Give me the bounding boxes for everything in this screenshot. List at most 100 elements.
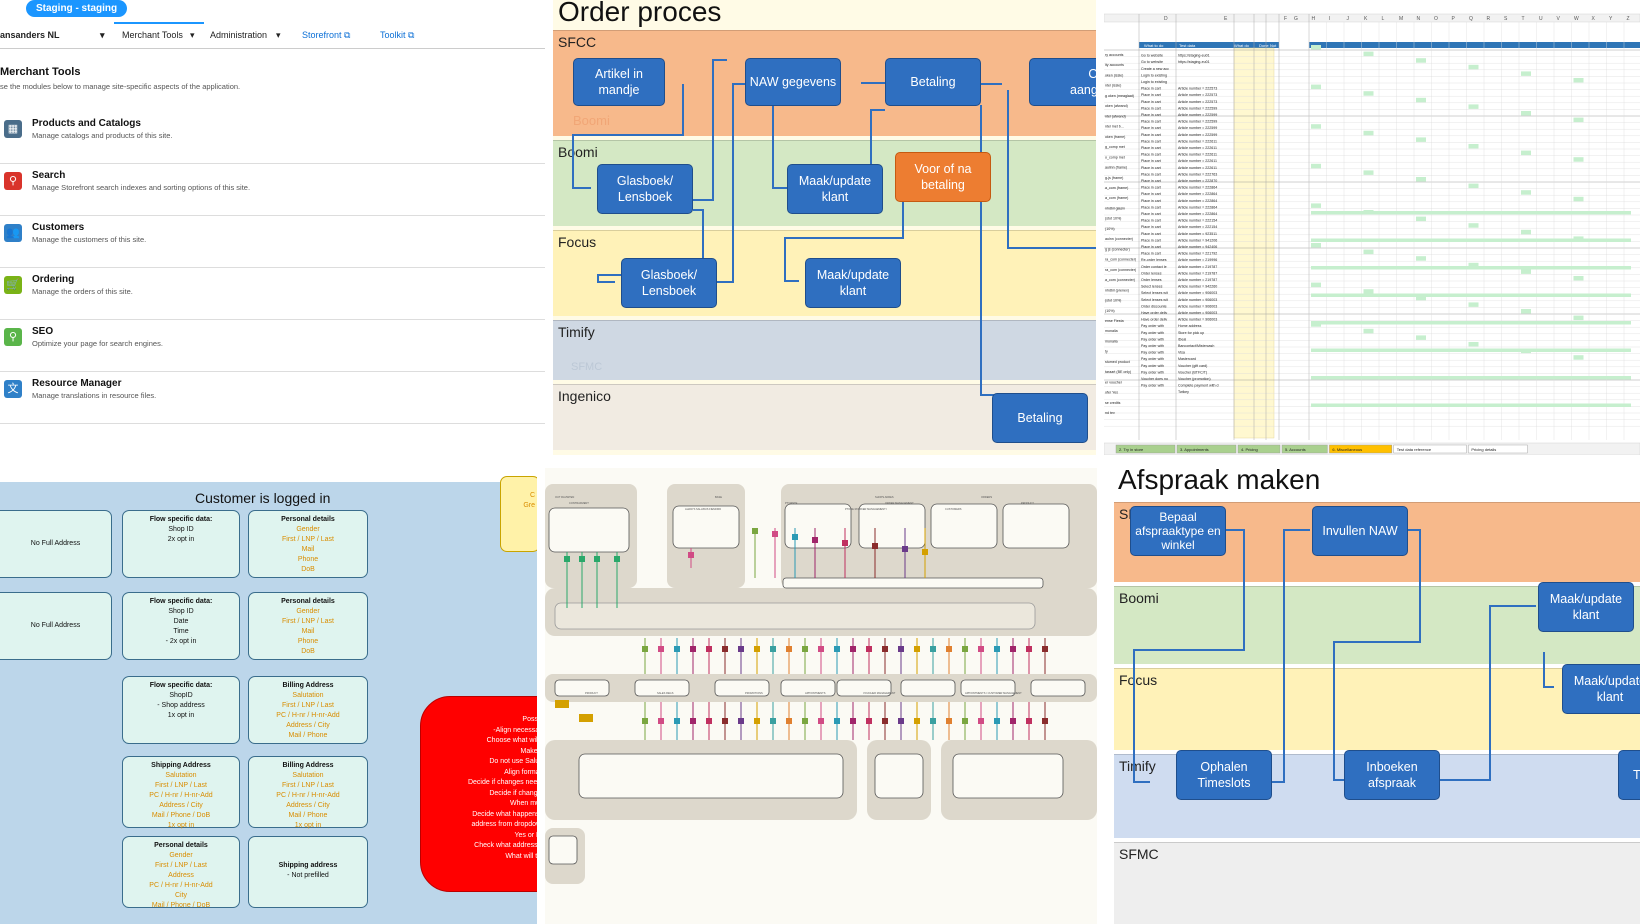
check-cell — [1363, 130, 1374, 136]
port — [754, 646, 760, 652]
box-betaling[interactable]: Betaling — [885, 58, 981, 106]
column-letter: J — [1347, 16, 1350, 22]
check-cell — [1311, 84, 1321, 90]
module-name[interactable]: Customers — [32, 222, 85, 233]
box-voor-of-na-betaling[interactable]: Voor of na betaling — [895, 152, 991, 202]
port — [994, 718, 1000, 724]
row-action: Pay order with — [1141, 351, 1164, 355]
box-line: Mail / Phone / DoB — [151, 812, 211, 819]
module-name[interactable]: Search — [32, 170, 66, 181]
staging-badge[interactable]: Staging - staging — [26, 0, 128, 17]
box-line: Salutation — [292, 772, 324, 779]
box-ophalen-timeslots[interactable]: Ophalen Timeslots — [1176, 750, 1272, 800]
module-name[interactable]: Resource Manager — [32, 378, 122, 389]
box-line: Make al — [520, 747, 537, 755]
faint-lane-label: SFMC — [571, 361, 603, 373]
box-order-aangemaakt[interactable]: Order aangemaakt — [1029, 58, 1096, 106]
check-cell — [1521, 71, 1531, 76]
port — [850, 718, 856, 724]
row-testdata: Visa — [1178, 351, 1185, 355]
check-cell — [1416, 177, 1426, 182]
box-line: Decide if changes need t — [467, 779, 537, 786]
row-testdata: Article number = 222864 — [1178, 186, 1217, 190]
module-name[interactable]: Ordering — [32, 274, 75, 285]
row-action: Pay order with — [1141, 331, 1164, 335]
module-name[interactable]: SEO — [32, 326, 54, 337]
port — [902, 546, 908, 552]
tab-administration[interactable]: Administration▾ — [210, 22, 290, 49]
row-testdata: Voucher (promotion) — [1178, 377, 1211, 381]
module-description: Manage the customers of this site. — [32, 235, 147, 244]
check-cell — [1311, 45, 1321, 50]
box-line: Salutation — [292, 692, 324, 699]
box-glasboek-lensboek[interactable]: Glasboek/ Lensboek — [597, 164, 693, 214]
system-box — [548, 835, 578, 865]
module-name[interactable]: Products and Catalogs — [32, 118, 141, 129]
row-testdata: Article number = 222611 — [1178, 153, 1217, 157]
port — [706, 718, 712, 724]
box-line: -Align necessary — [493, 726, 537, 734]
box-bepaal-afspraaktype[interactable]: Bepaal afspraaktype en winkel — [1130, 506, 1226, 556]
arch-label: APPOINTMENTS / CUSTOMER MANAGEMENT — [965, 691, 1022, 695]
box-artikel-in-mandje[interactable]: Artikel in mandje — [573, 58, 665, 106]
box-partial-ti[interactable]: Ti — [1618, 750, 1640, 800]
row-action: Order contact le — [1141, 265, 1167, 269]
check-cell — [1573, 276, 1584, 281]
box-betaling-ingenico[interactable]: Betaling — [992, 393, 1088, 443]
row-label: ity accounts — [1105, 63, 1124, 67]
box-inboeken-afspraak[interactable]: Inboeken afspraak — [1344, 750, 1440, 800]
box-maak-update-klant-2[interactable]: Maak/update klant — [1562, 664, 1640, 714]
box-line: Date — [173, 618, 189, 625]
service-box — [1030, 679, 1086, 697]
box-shipping-address-plain: Shipping address- Not prefilled — [248, 836, 368, 908]
check-cell — [1521, 150, 1531, 156]
box-maak-update-klant[interactable]: Maak/update klant — [787, 164, 883, 214]
site-selector[interactable]: ansanders NL▾ — [0, 22, 110, 49]
row-label: (10%) — [1105, 227, 1115, 231]
box-maak-update-klant-2[interactable]: Maak/update klant — [805, 258, 901, 308]
row-action: Place in cart — [1141, 139, 1161, 143]
port — [812, 537, 818, 543]
box-line: 2x opt in — [167, 536, 195, 543]
box-no-full-address: No Full Address — [0, 510, 112, 578]
port — [802, 718, 808, 724]
service-box — [714, 679, 770, 697]
row-testdata: https://staging-eu01 — [1178, 54, 1210, 58]
box-invullen-naw[interactable]: Invullen NAW — [1312, 506, 1408, 556]
port — [770, 646, 776, 652]
box-naw-gegevens[interactable]: NAW gegevens — [745, 58, 841, 106]
box-glasboek-lensboek-2[interactable]: Glasboek/ Lensboek — [621, 258, 717, 308]
row-testdata: Article number = 222573 — [1178, 100, 1217, 104]
row-testdata: Article number = 222611 — [1178, 166, 1217, 170]
seo-icon: ⚲ — [4, 328, 22, 346]
column-letter: X — [1592, 16, 1596, 22]
box-maak-update-klant[interactable]: Maak/update klant — [1538, 582, 1634, 632]
check-cell — [1416, 295, 1426, 301]
sheet-tab — [1237, 444, 1281, 454]
link-storefront[interactable]: Storefront ⧉ — [302, 30, 351, 40]
link-toolkit[interactable]: Toolkit ⧉ — [380, 30, 415, 40]
row-action: Place in cart — [1141, 238, 1161, 242]
box-line: PC / H-nr / H-nr-Add — [276, 792, 340, 799]
row-action: Place in cart — [1141, 159, 1161, 163]
check-cell — [1521, 190, 1531, 195]
chevron-down-icon: ▾ — [100, 30, 105, 40]
row-action: Pay order with — [1141, 370, 1164, 374]
customers-icon: 👥 — [4, 224, 22, 242]
column-letter: G — [1294, 16, 1298, 22]
arch-label: ORDER MANAGEMENT — [885, 501, 914, 505]
cart-icon: 🛒 — [4, 276, 22, 294]
row-testdata: iDeal — [1178, 337, 1186, 341]
tab-merchant-tools[interactable]: Merchant Tools▾ — [114, 22, 204, 49]
